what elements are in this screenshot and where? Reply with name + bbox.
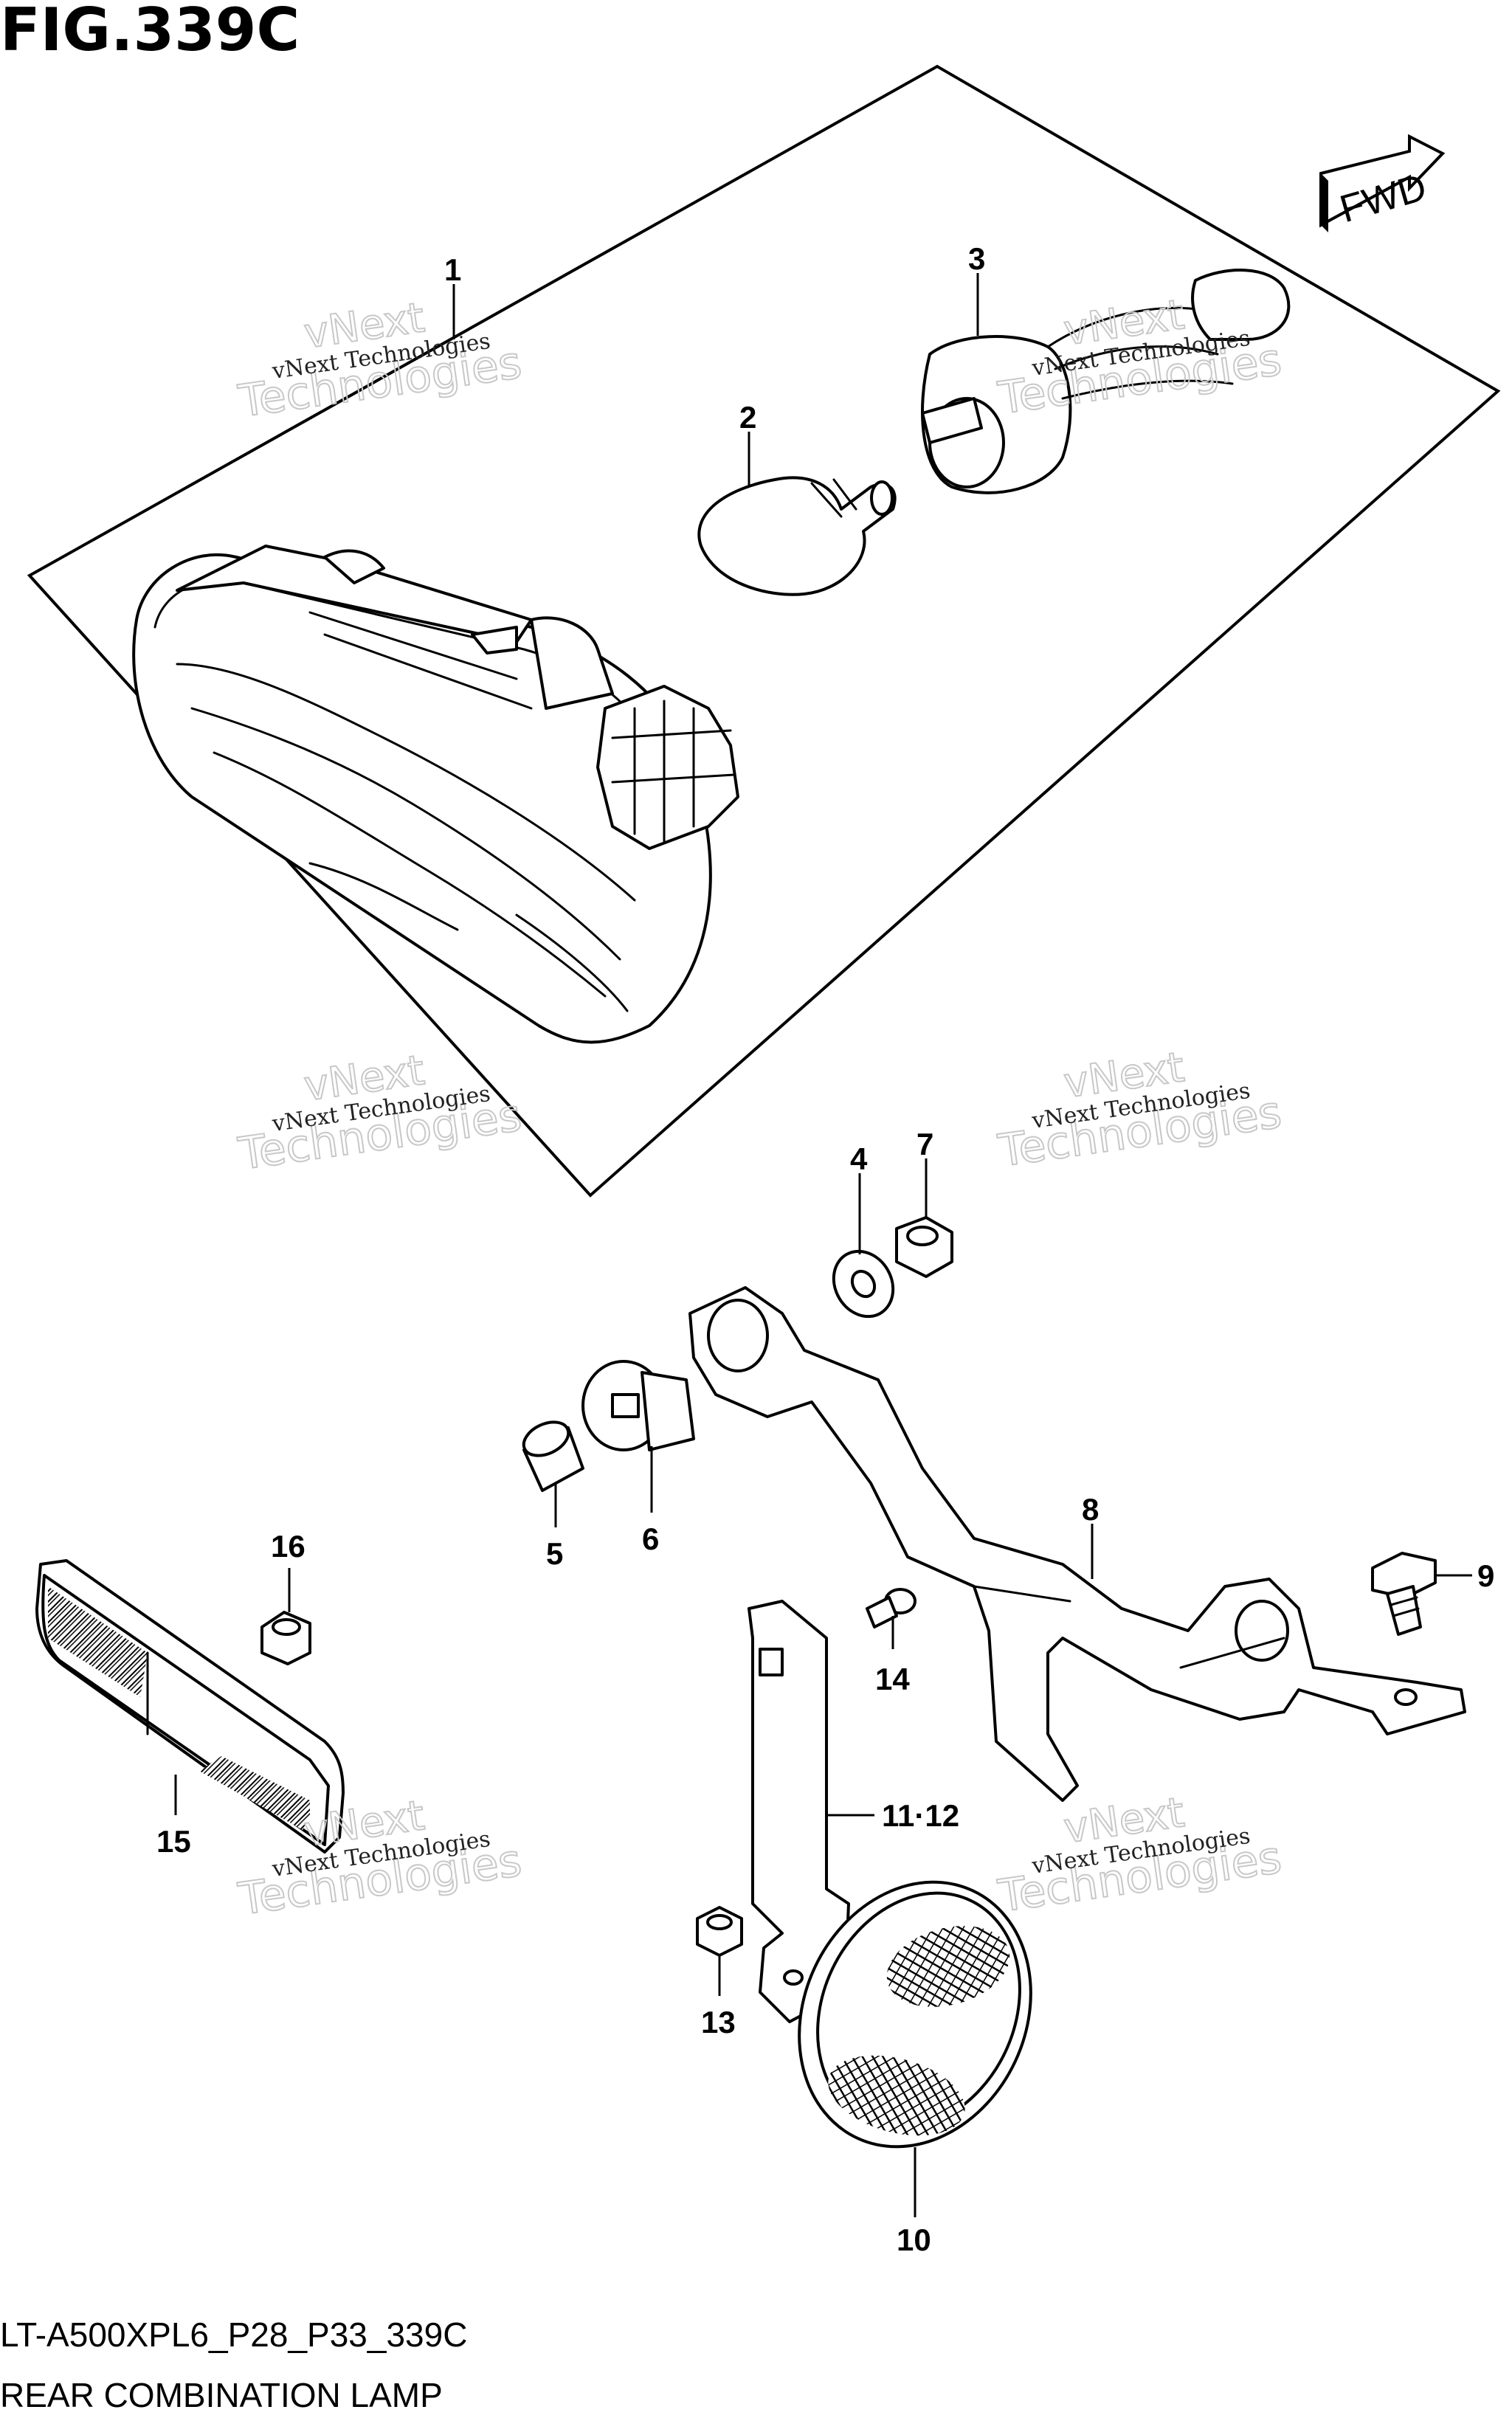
callout-11-12: 11·12 <box>882 1798 959 1833</box>
callout-15: 15 <box>156 1824 191 1859</box>
callouts: 1 2 3 4 7 5 6 8 9 10 11·12 13 14 15 16 <box>156 241 1494 2257</box>
figure-title: FIG.339C <box>0 0 300 64</box>
fwd-arrow-icon: FWD <box>1319 134 1446 232</box>
callout-10: 10 <box>897 2222 931 2257</box>
callout-3: 3 <box>968 241 985 276</box>
watermark-mid-right: vNext Technologies vNext Technologies <box>994 1043 1285 1178</box>
lamp-housing <box>132 545 739 1044</box>
callout-16: 16 <box>271 1529 305 1564</box>
callout-1: 1 <box>444 252 461 287</box>
nut-16 <box>260 1611 311 1665</box>
bulb <box>697 476 897 596</box>
callout-8: 8 <box>1082 1492 1099 1527</box>
watermark-mid-left: vNext Technologies vNext Technologies <box>235 1046 525 1181</box>
screw-14 <box>866 1588 916 1628</box>
figure-caption: REAR COMBINATION LAMP <box>0 2376 443 2414</box>
callout-6: 6 <box>642 1521 659 1556</box>
grommet <box>581 1360 695 1451</box>
bracket <box>688 1286 1466 1802</box>
nut-13 <box>696 1906 743 1957</box>
watermark-bottom-right: vNext Technologies vNext Technologies <box>994 1788 1285 1923</box>
reflector-bracket <box>748 1600 850 2023</box>
callout-5: 5 <box>546 1536 563 1571</box>
collar <box>522 1420 584 1492</box>
callout-14: 14 <box>875 1662 910 1696</box>
model-code: LT-A500XPL6_P28_P33_339C <box>0 2315 467 2354</box>
socket <box>921 269 1291 494</box>
washer <box>832 1249 895 1319</box>
callout-7: 7 <box>916 1127 933 1161</box>
round-reflector <box>798 1880 1032 2149</box>
callout-13: 13 <box>701 2005 736 2039</box>
watermark-top-left: vNext Technologies vNext Technologies <box>235 293 525 428</box>
bolt-9 <box>1371 1552 1437 1636</box>
assembly-outline <box>27 64 1501 1198</box>
rect-reflector <box>35 1559 345 1854</box>
nut-7 <box>895 1216 953 1278</box>
callout-2: 2 <box>739 400 756 435</box>
leader-lines <box>174 273 1472 2217</box>
callout-9: 9 <box>1477 1558 1494 1593</box>
callout-4: 4 <box>850 1141 868 1176</box>
